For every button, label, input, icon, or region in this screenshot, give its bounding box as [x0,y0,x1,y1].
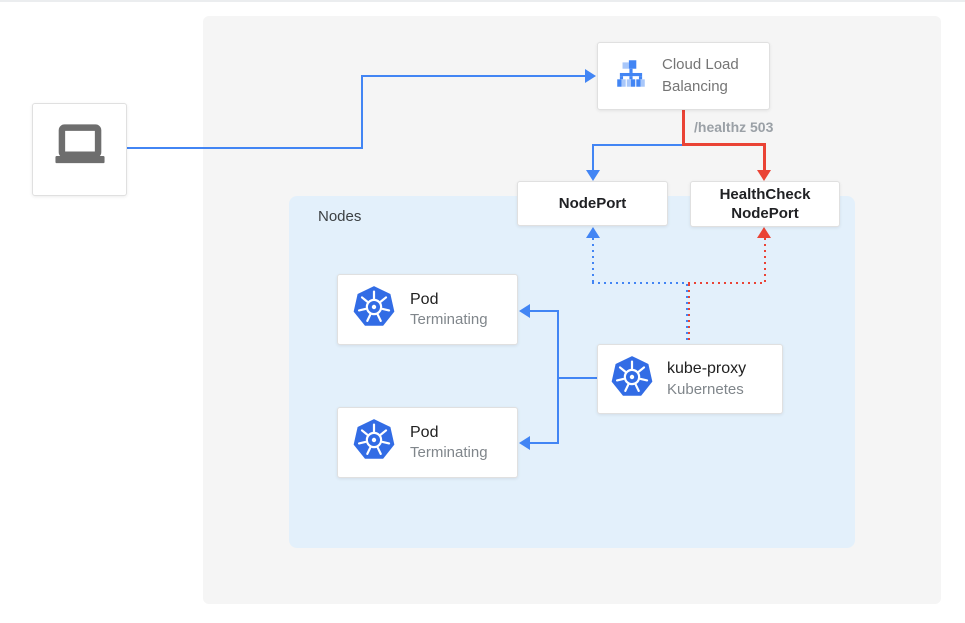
kubernetes-icon [352,285,396,334]
arrowhead-healthcheck [757,170,771,181]
healthz-503-label: /healthz 503 [694,119,774,135]
nodeport-box: NodePort [517,181,668,226]
kube-proxy-subtitle: Kubernetes [667,380,744,398]
healthcheck-nodeport-box: HealthCheck NodePort [690,181,840,227]
edge-clb-drop-red [682,110,685,146]
edge-client-clb-h1 [127,147,363,149]
nodes-label: Nodes [318,208,362,225]
edge-client-clb-v [361,75,363,149]
pod1-title: Pod [410,290,439,308]
arrowhead-dotted-healthcheck [757,227,771,238]
edge-pod1-h [530,310,559,312]
nodeport-label: NodePort [558,194,627,212]
pod2-status: Terminating [410,444,488,462]
arrowhead-pod2 [519,436,530,450]
edge-nodeport-drop [592,144,594,171]
dotted-h-red [688,282,766,284]
load-balancer-icon [613,59,649,93]
pod2-box: Pod Terminating [337,407,518,478]
edge-pod2-h [530,442,559,444]
cloud-load-balancing-box: Cloud Load Balancing [597,42,770,110]
cloud-load-balancing-label: Cloud Load Balancing [662,56,739,95]
pod2-title: Pod [410,423,439,441]
kubernetes-icon [352,418,396,467]
healthcheck-nodeport-label: HealthCheck NodePort [719,185,811,223]
pod1-box: Pod Terminating [337,274,518,345]
kubernetes-icon [610,355,654,404]
arrowhead-client-clb [585,69,596,83]
edge-kubeproxy-out [558,377,597,379]
dotted-v-nodeport [592,238,594,282]
dotted-h-blue [592,282,688,284]
edge-healthcheck-drop [763,143,766,171]
kube-proxy-box: kube-proxy Kubernetes [597,344,783,414]
dotted-v-healthcheck [764,238,766,282]
dotted-center-blue [686,284,688,344]
edge-branch-red [682,143,766,146]
laptop-icon [49,116,111,183]
arrowhead-nodeport [586,170,600,181]
edge-client-clb-h2 [361,75,586,77]
pod1-status: Terminating [410,311,488,329]
arrowhead-dotted-nodeport [586,227,600,238]
arrowhead-pod1 [519,304,530,318]
client-box [32,103,127,196]
edge-pods-vertical [557,310,559,444]
dotted-center-red [688,284,690,344]
edge-branch-blue [592,144,684,146]
top-border [0,0,965,2]
kube-proxy-title: kube-proxy [667,360,747,378]
